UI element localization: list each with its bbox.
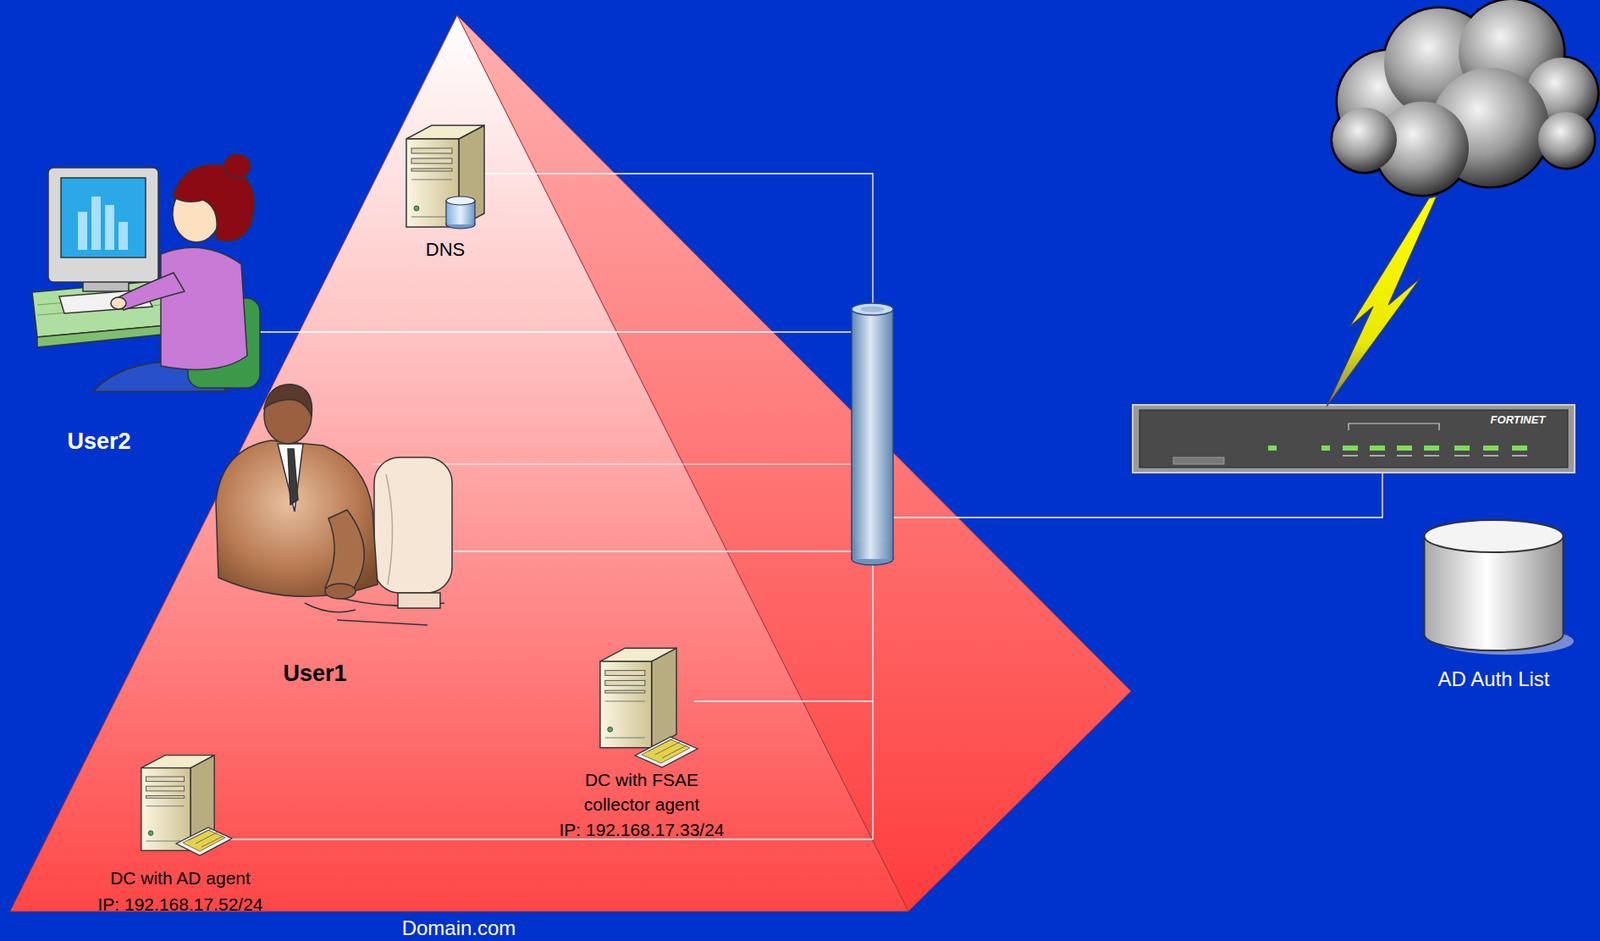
auth-database: AD Auth List [1423,517,1565,700]
user-workstation: User2 [30,153,264,467]
internet-cloud [1332,0,1598,195]
node-label: IP: 192.168.17.33/24 [531,817,752,841]
pyramid-outline [0,0,1135,941]
domain-controller: DC with AD agentIP: 192.168.17.52/24 [70,750,291,920]
user-workstation: User1 [204,387,458,693]
device-logo: FORTINET [1471,412,1565,427]
firewall-device [1132,404,1575,473]
dns-server: DNS [402,120,488,265]
node-label: Domain.com [374,914,544,941]
node-label: AD Auth List [1406,665,1582,692]
node-label: IP: 192.168.17.52/24 [70,892,291,916]
lightning-bolt [1326,196,1437,407]
node-label: DNS [394,237,497,262]
user2-illustration [32,154,260,392]
domain-controller: DC with FSAE collector agentIP: 192.168.… [531,642,752,846]
node-label: DC with FSAE collector agent [557,766,727,817]
node-label: DC with AD agent [70,866,291,889]
domain-pyramid: Domain.com DNS User1 DC with FSAE collector… [0,0,1135,941]
node-label: User2 [14,426,184,457]
node-label: User1 [230,658,400,689]
